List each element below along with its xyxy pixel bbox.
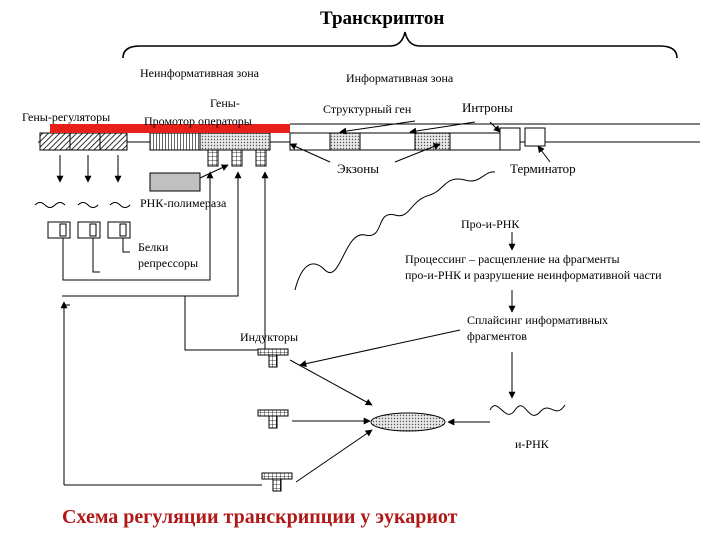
feedback-line-mid xyxy=(62,171,242,297)
inductors-label: Индукторы xyxy=(240,330,299,344)
introns-label: Интроны xyxy=(462,100,513,115)
mrna-label: и-РНК xyxy=(515,437,549,451)
splicing-to-inductor-arrow xyxy=(299,329,461,368)
processing-label-line1: Процессинг – расщепление на фрагменты xyxy=(405,252,620,266)
rna-polymerase-label: РНК-полимераза xyxy=(140,196,227,210)
structural-gene-pointer xyxy=(339,120,416,135)
processing-label-line2: про-и-РНК и разрушение неинформативной ч… xyxy=(405,268,662,282)
regulator-genes-label: Гены-регуляторы xyxy=(22,110,111,124)
exon-pointer-1 xyxy=(289,143,331,163)
inductor-1 xyxy=(257,348,289,368)
splicing-label-line1: Сплайсинг информативных xyxy=(467,313,609,327)
operator-genes-label-line2: Промотор операторы xyxy=(144,114,252,128)
regulator-mrna-wave xyxy=(34,202,131,208)
splicing-label-line2: фрагментов xyxy=(467,329,527,343)
terminator-label: Терминатор xyxy=(510,161,576,176)
inductor-arrow-1 xyxy=(289,359,373,406)
mrna-wave xyxy=(489,404,566,416)
promoter-bar xyxy=(50,124,290,133)
ribosome xyxy=(370,412,446,432)
exons-label: Экзоны xyxy=(337,161,379,176)
diagram-title: Транскриптон xyxy=(320,8,445,29)
operator-genes-label-line1: Гены- xyxy=(210,96,240,110)
terminator-box xyxy=(524,127,546,147)
repressor-link-1 xyxy=(62,171,214,281)
structural-gene-block xyxy=(289,127,521,151)
repressor-proteins-label-line1: Белки xyxy=(138,240,169,254)
rna-polymerase xyxy=(149,172,201,192)
polymerase-arrow xyxy=(199,164,229,179)
repressor-proteins xyxy=(47,221,131,239)
intron-pointer-2 xyxy=(489,121,501,133)
regulator-genes-block xyxy=(39,132,128,151)
noninformative-zone-label: Неинформативная зона xyxy=(140,66,259,80)
intron-pointer-1 xyxy=(409,121,476,135)
promoter-operator-block xyxy=(149,132,271,151)
exon-pointer-2 xyxy=(394,143,441,163)
operator-sockets xyxy=(207,149,267,167)
inductor-2 xyxy=(257,409,289,429)
repressor-link-3 xyxy=(122,238,130,253)
inductor-link xyxy=(184,171,269,351)
inductor-arrow-3 xyxy=(295,429,373,483)
pre-mrna-wave xyxy=(294,171,496,291)
inductor-3 xyxy=(261,472,293,492)
diagram-caption: Схема регуляции транскрипции у эукариот xyxy=(62,506,458,528)
informative-zone-label: Информативная зона xyxy=(346,71,454,85)
feedback-line-left xyxy=(63,304,70,485)
terminator-pointer xyxy=(537,145,551,163)
structural-gene-label: Структурный ген xyxy=(323,102,412,116)
repressor-proteins-label-line2: репрессоры xyxy=(138,256,199,270)
transcripton-brace xyxy=(122,31,678,59)
repressor-link-2 xyxy=(92,238,100,273)
pre-mrna-label: Про-и-РНК xyxy=(461,217,520,231)
